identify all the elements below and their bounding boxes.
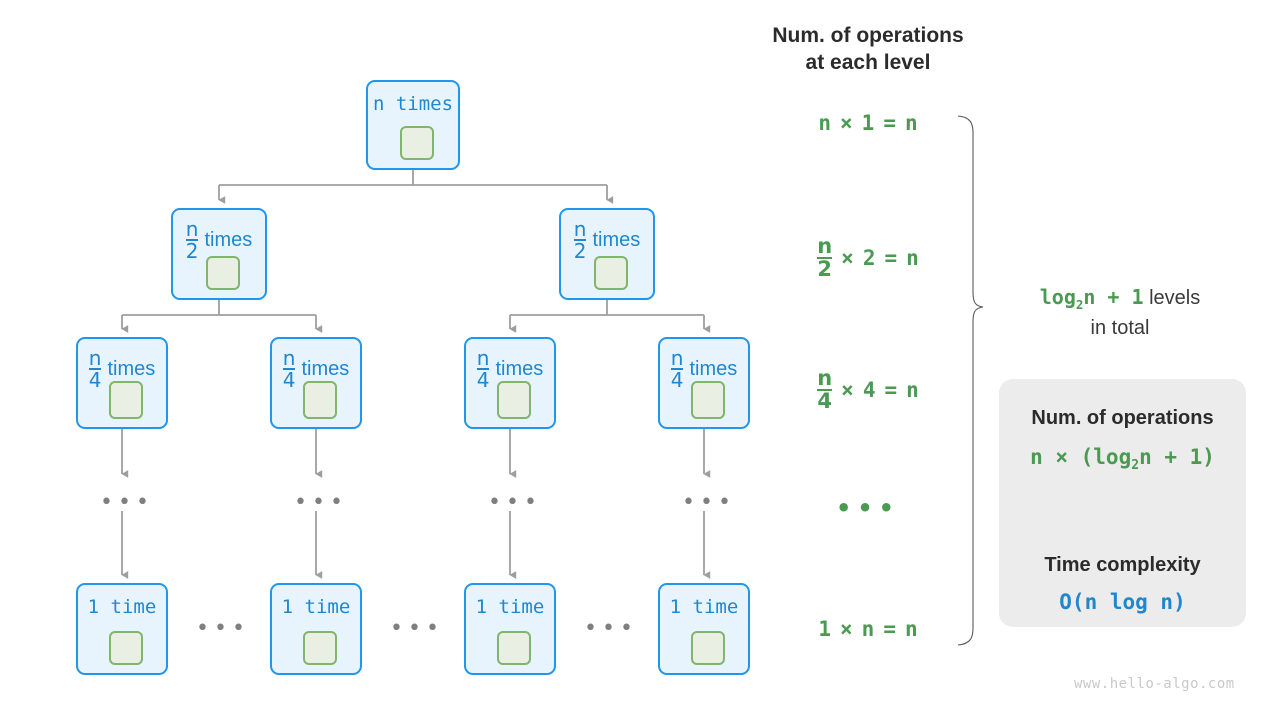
card-heading-complexity: Time complexity [1044, 554, 1201, 576]
node-caption: 1 time [669, 596, 739, 618]
operation-unit-box [206, 256, 240, 290]
operation-unit-box [594, 256, 628, 290]
node-unit: times [204, 228, 253, 251]
card-operations-formula: n × (log2n + 1) [1030, 445, 1215, 474]
self-loop-icons [93, 118, 743, 665]
vertical-ellipsis-4: ••• [682, 490, 736, 515]
tree-node-level-last-4: 1 time [658, 583, 750, 675]
operation-unit-box [303, 381, 337, 419]
node-caption: 1 time [87, 596, 157, 618]
vertical-ellipsis-2: ••• [294, 490, 348, 515]
node-caption: 1 time [281, 596, 351, 618]
formula-row-ellipsis: ••• [835, 494, 901, 522]
node-unit: times [592, 228, 641, 251]
tree-node-level-1-1: n times [366, 80, 460, 170]
watermark: www.hello-algo.com [1074, 676, 1235, 692]
tree-node-level-last-3: 1 time [464, 583, 556, 675]
horizontal-ellipsis-1: ••• [196, 616, 250, 641]
card-heading-operations: Num. of operations [1031, 407, 1214, 429]
summary-card: Num. of operations n × (log2n + 1) Time … [999, 379, 1246, 627]
operation-unit-box [691, 631, 725, 665]
levels-label: levels [1143, 287, 1201, 309]
operation-unit-box [497, 631, 531, 665]
node-unit: times [495, 357, 544, 380]
tree-node-level-last-1: 1 time [76, 583, 168, 675]
node-unit: times [301, 357, 350, 380]
formula-row-last: 1×n=n [818, 617, 918, 641]
levels-formula: log2n + 1 [1039, 285, 1144, 312]
card-complexity-result: O(n log n) [1059, 590, 1186, 614]
vertical-ellipsis-1: ••• [100, 490, 154, 515]
formula-row-1: n×1=n [818, 111, 918, 135]
operation-unit-box [400, 126, 434, 160]
node-unit: times [689, 357, 738, 380]
right-column-title: Num. of operations at each level [772, 24, 964, 75]
levels-label-2: in total [1090, 316, 1150, 339]
operation-unit-box [691, 381, 725, 419]
operation-unit-box [109, 631, 143, 665]
levels-note: log2n + 1 levels in total [1000, 283, 1240, 343]
operation-unit-box [303, 631, 337, 665]
horizontal-ellipsis-3: ••• [584, 616, 638, 641]
horizontal-ellipsis-2: ••• [390, 616, 444, 641]
node-caption: 1 time [475, 596, 545, 618]
tree-node-level-last-2: 1 time [270, 583, 362, 675]
operation-unit-box [109, 381, 143, 419]
node-caption: n times [372, 93, 454, 115]
operation-unit-box [497, 381, 531, 419]
node-unit: times [107, 357, 156, 380]
vertical-ellipsis-3: ••• [488, 490, 542, 515]
